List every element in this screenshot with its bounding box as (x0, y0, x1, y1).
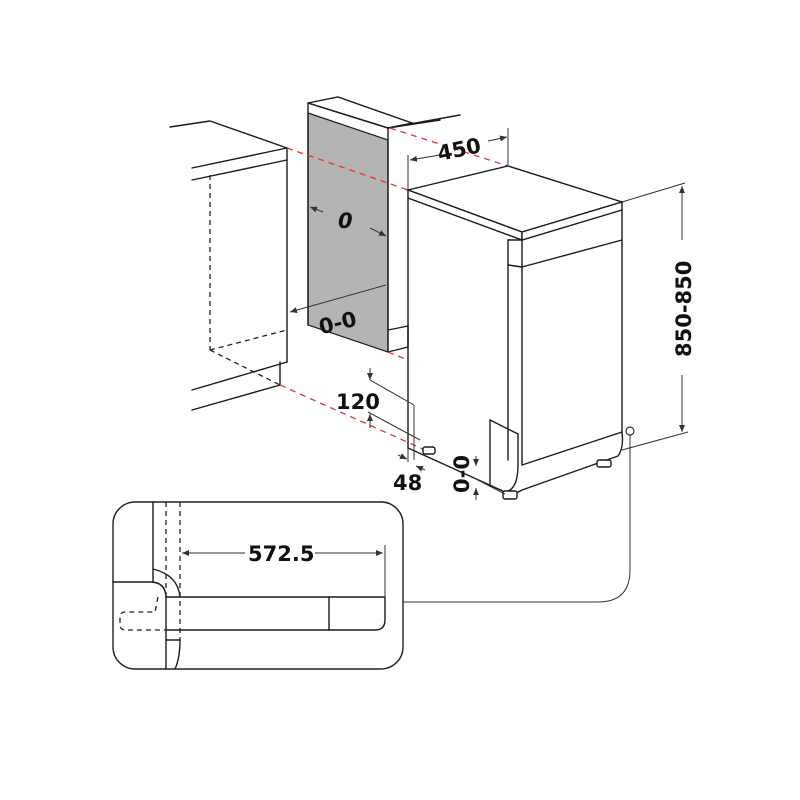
detail-depth-label: 572.5 (248, 542, 314, 566)
plinth-recess-label: 48 (393, 471, 422, 495)
dimension-plinth-recess: 48 (393, 448, 426, 495)
side-gap-label: 0 (338, 209, 353, 233)
dimension-side-gap: 0 (309, 206, 387, 237)
dishwasher-unit (405, 165, 625, 494)
dimension-plinth-height: 120 (336, 368, 421, 460)
alignment-guides (279, 127, 509, 451)
dimension-feet-adjust: 0-0 (450, 455, 506, 500)
height-label: 850-850 (672, 261, 696, 357)
side-panel (307, 96, 461, 353)
top-view-detail: 572.5 (112, 501, 404, 670)
plinth-height-label: 120 (336, 390, 380, 414)
dimension-height: 850-850 (621, 182, 696, 451)
adjustable-feet (422, 446, 612, 500)
width-label: 450 (435, 133, 483, 166)
left-cabinet (169, 120, 288, 411)
detail-callout-leader (403, 426, 635, 603)
feet-adjust-label: 0-0 (450, 455, 474, 493)
